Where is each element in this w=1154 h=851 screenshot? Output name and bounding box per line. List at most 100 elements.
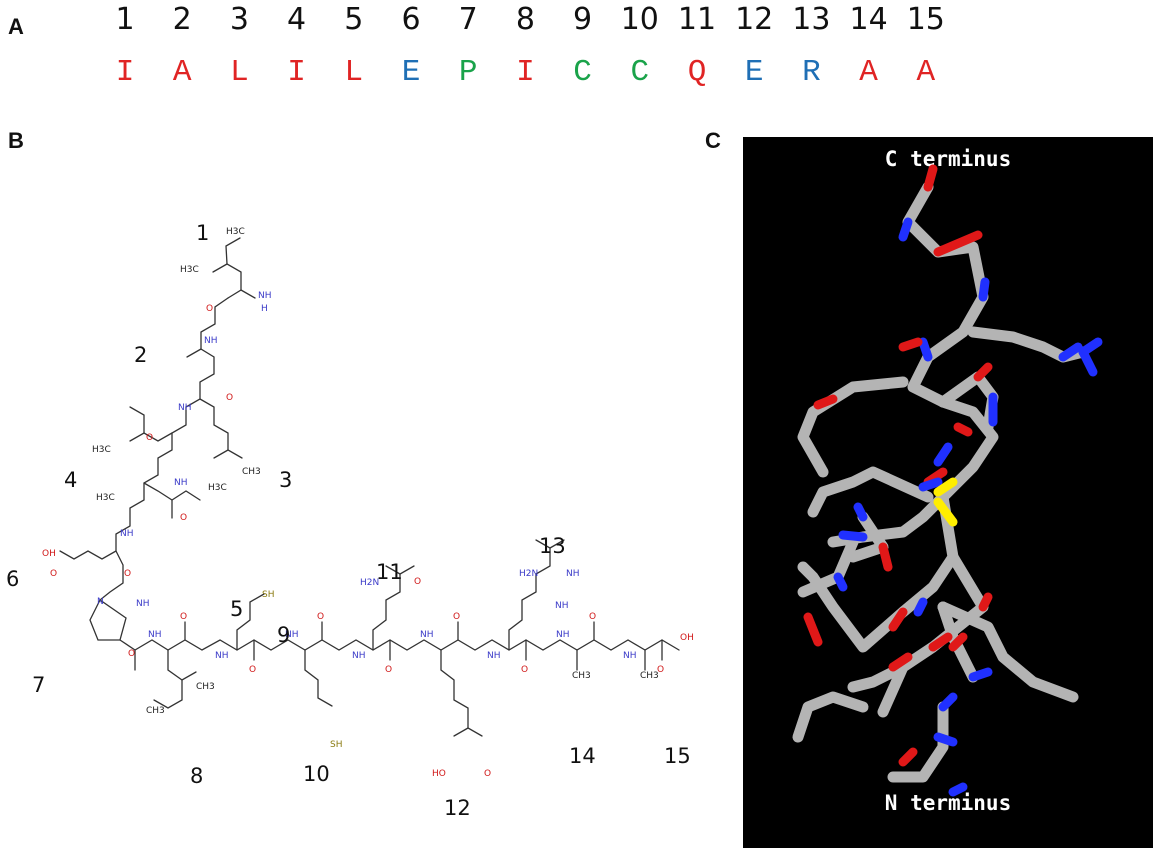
atom-nh: NH	[352, 651, 366, 661]
residue-number-6: 6	[6, 567, 19, 591]
sequence-position-6: 6	[401, 2, 421, 37]
sequence-residue-8: I	[516, 55, 535, 90]
atom-sh: SH	[330, 740, 342, 750]
sequence-position-10: 10	[620, 2, 659, 37]
residue-number-1: 1	[196, 221, 209, 245]
residue-number-8: 8	[190, 764, 203, 788]
atom-h: H	[261, 304, 268, 314]
atom-ch3: CH3	[242, 467, 261, 477]
atom-ch3: CH3	[146, 706, 165, 716]
atom-h3c: H3C	[92, 445, 111, 455]
atom-h3c: H3C	[96, 493, 115, 503]
stick-model-render	[792, 164, 1103, 797]
atom-o: O	[128, 649, 135, 659]
sequence-position-5: 5	[344, 2, 364, 37]
residue-number-12: 12	[444, 796, 471, 820]
panel-b-label: B	[8, 128, 24, 153]
residue-number-15: 15	[664, 744, 691, 768]
atom-nh: NH	[215, 651, 229, 661]
sequence-residue-5: L	[344, 55, 364, 90]
atom-sh: SH	[262, 590, 274, 600]
atom-nh: NH	[556, 630, 570, 640]
residue-number-5: 5	[230, 597, 243, 621]
atom-o: O	[226, 393, 233, 403]
sequence-position-3: 3	[229, 2, 249, 37]
atom-o: O	[521, 665, 528, 675]
sequence-position-11: 11	[677, 2, 717, 37]
n-terminus-label: N terminus	[884, 791, 1012, 815]
sequence-residue-1: I	[115, 55, 135, 90]
sequence-position-13: 13	[792, 2, 831, 37]
atom-h3c: H3C	[208, 483, 227, 493]
atom-o: O	[414, 577, 421, 587]
sequence-residue-9: C	[573, 55, 592, 90]
atom-nh: NH	[623, 651, 637, 661]
panel-a-label: A	[8, 14, 24, 39]
residue-number-9: 9	[277, 623, 290, 647]
atom-o: O	[146, 433, 153, 443]
residue-number-3: 3	[279, 468, 292, 492]
sequence-position-1: 1	[115, 2, 135, 37]
residue-number-4: 4	[64, 468, 77, 492]
residue-number-13: 13	[539, 534, 566, 558]
residue-number-14: 14	[569, 744, 596, 768]
atom-nh: NH	[174, 478, 188, 488]
sequence-position-8: 8	[515, 2, 535, 37]
atom-o: O	[206, 304, 213, 314]
residue-number-2: 2	[134, 343, 147, 367]
atom-nh: NH	[148, 630, 162, 640]
atom-hn: NH	[178, 403, 192, 413]
atom-o: O	[385, 665, 392, 675]
atom-nh: NH	[420, 630, 434, 640]
atom-nh: NH	[487, 651, 501, 661]
sequence-residue-14: A	[859, 55, 878, 90]
c-terminus-label: C terminus	[884, 147, 1012, 171]
atom-nh: NH	[136, 599, 150, 609]
atom-nh: NH	[258, 291, 272, 301]
sequence-residue-12: E	[744, 55, 764, 90]
sequence-position-7: 7	[458, 2, 478, 37]
sequence-residue-4: I	[287, 55, 306, 90]
sequence-residue-2: A	[172, 55, 192, 90]
3d-stick-model: C terminus	[743, 137, 1153, 848]
panel-c-label: C	[705, 128, 721, 153]
peptide-skeletal-structure: H3C H3C NH H O NH NH O O H3C H3C CH3 NH …	[6, 221, 694, 820]
sequence-residue-6: E	[401, 55, 421, 90]
atom-hn: NH	[120, 529, 134, 539]
atom-n: N	[97, 597, 104, 607]
atom-ch3: CH3	[640, 671, 659, 681]
residue-number-7: 7	[32, 673, 45, 697]
sequence-position-14: 14	[849, 2, 888, 37]
atom-h2n: H2N	[360, 578, 379, 588]
atom-o: O	[657, 665, 664, 675]
atom-o: O	[453, 612, 460, 622]
atom-o: O	[50, 569, 57, 579]
atom-h3c: H3C	[180, 265, 199, 275]
sequence-residue-3: L	[230, 55, 249, 90]
atom-ch3: CH3	[572, 671, 591, 681]
atom-nh: NH	[566, 569, 580, 579]
sequence-residue-10: C	[630, 55, 650, 90]
atom-o: O	[124, 569, 131, 579]
atom-ho: HO	[432, 769, 446, 779]
atom-o: O	[317, 612, 324, 622]
atom-o: O	[484, 769, 491, 779]
atom-oh: OH	[42, 549, 56, 559]
sequence-position-9: 9	[573, 2, 593, 37]
sequence-position-12: 12	[735, 2, 774, 37]
sequence-position-15: 15	[906, 2, 945, 37]
atom-o: O	[180, 612, 187, 622]
atom-oh: OH	[680, 633, 694, 643]
sequence-residue-13: R	[802, 55, 821, 90]
atom-ch3: CH3	[196, 682, 215, 692]
atom-nh: NH	[285, 630, 299, 640]
atom-nh: NH	[204, 336, 218, 346]
sequence-residue-11: Q	[687, 55, 707, 90]
atom-o: O	[180, 513, 187, 523]
residue-number-10: 10	[303, 762, 330, 786]
atom-o: O	[249, 665, 256, 675]
sequence-position-4: 4	[287, 2, 307, 37]
sequence-position-2: 2	[172, 2, 192, 37]
atom-nh: NH	[555, 601, 569, 611]
atom-h2n: H2N	[519, 569, 538, 579]
